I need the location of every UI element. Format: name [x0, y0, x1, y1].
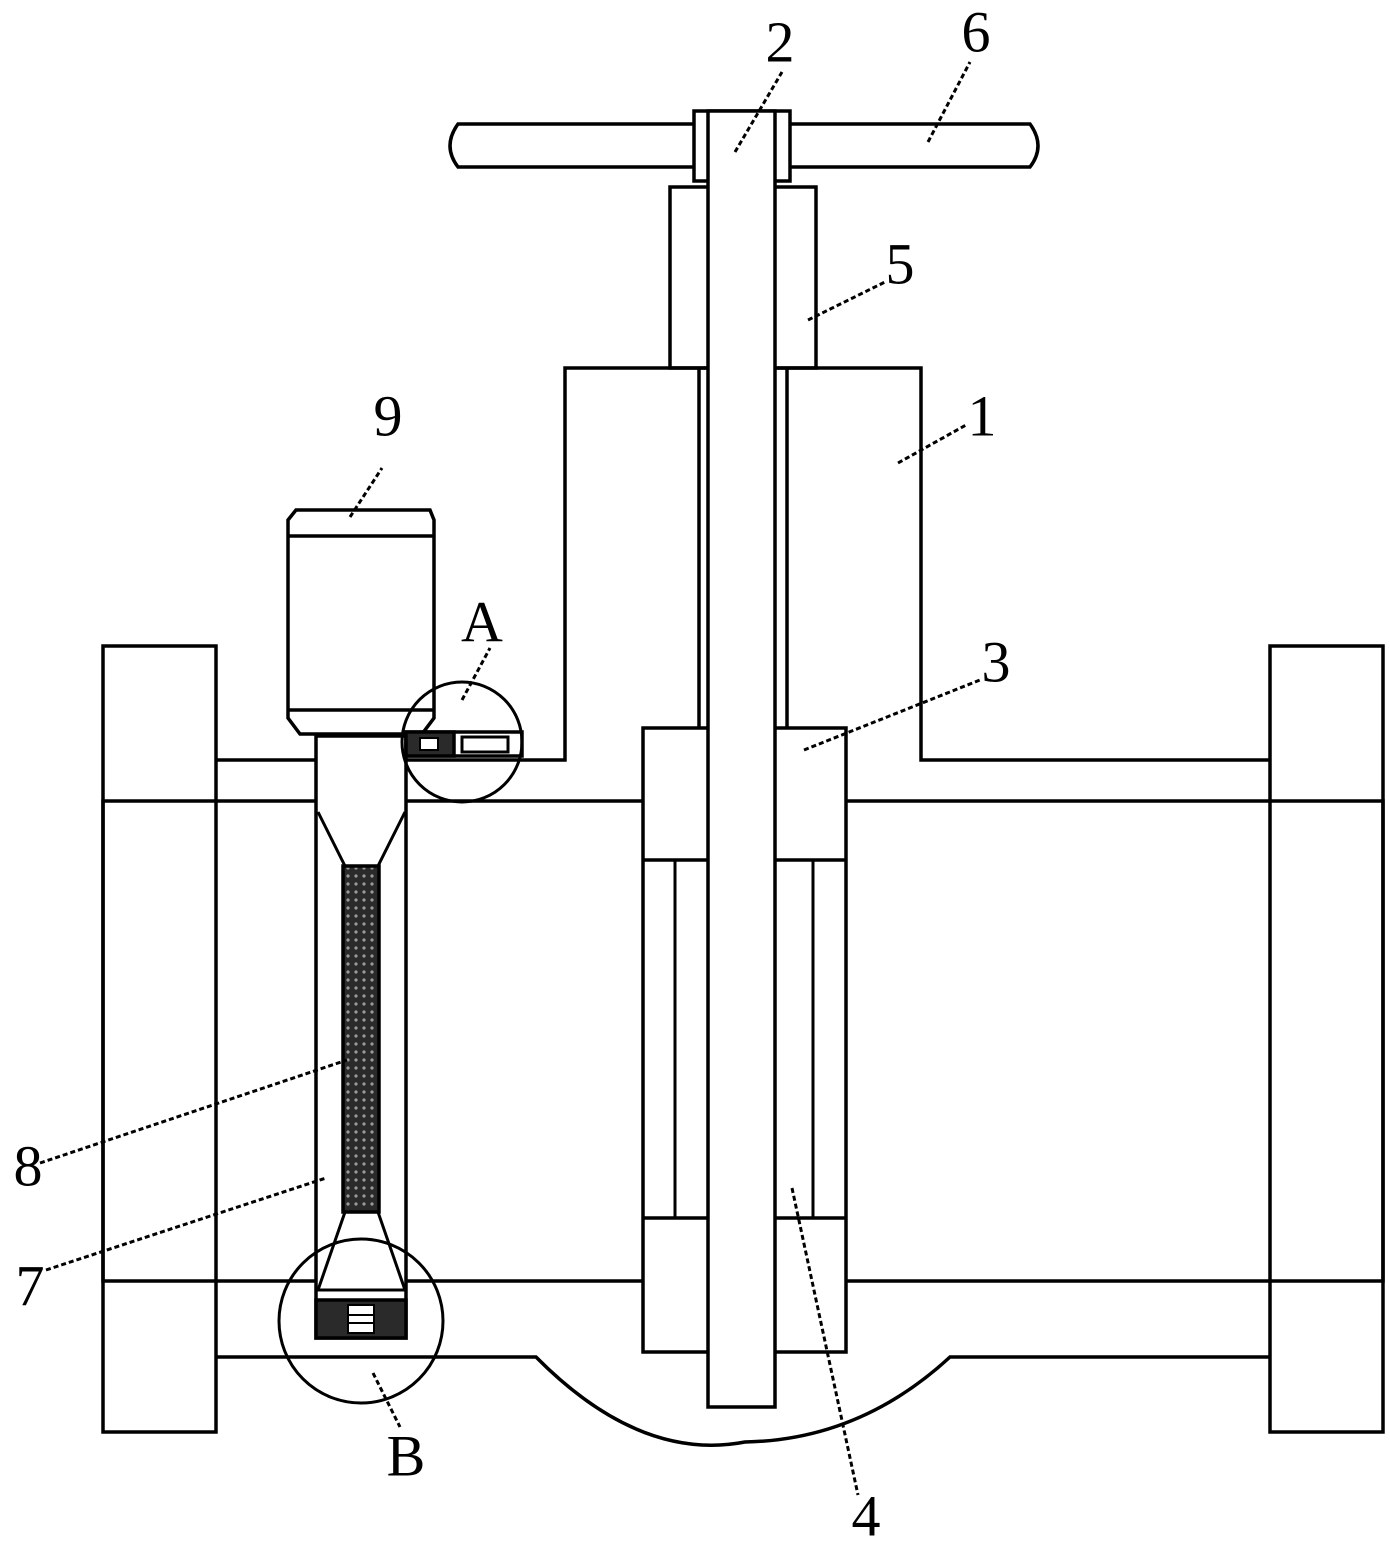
part-label-8: 8	[14, 1133, 43, 1198]
leader-1	[897, 423, 967, 465]
part-label-6: 6	[962, 0, 991, 64]
valve-stem	[706, 109, 777, 1409]
detail-circle-b	[277, 1237, 445, 1405]
detail-label-a: A	[461, 589, 503, 654]
part-label-5: 5	[886, 231, 915, 296]
leader-4	[790, 1187, 860, 1496]
bottom-plug	[314, 1298, 408, 1340]
leader-6	[926, 61, 972, 143]
leader-3	[803, 678, 981, 752]
part-label-2: 2	[766, 9, 795, 74]
filter-element	[341, 864, 381, 1214]
leader-b	[371, 1372, 402, 1428]
leader-5	[807, 280, 886, 322]
motor-housing	[286, 508, 436, 736]
leader-a	[460, 647, 492, 701]
part-label-3: 3	[982, 629, 1011, 694]
detail-circle-a	[400, 680, 524, 804]
detail-label-b: B	[387, 1423, 426, 1488]
leader-7	[45, 1176, 327, 1272]
connector-detail-a	[404, 730, 524, 762]
valve-cover	[508, 366, 1270, 762]
leader-9	[348, 467, 384, 518]
part-label-9: 9	[374, 383, 403, 448]
part-label-4: 4	[852, 1483, 881, 1548]
leader-8	[39, 1058, 348, 1165]
part-label-1: 1	[968, 383, 997, 448]
part-label-7: 7	[16, 1253, 45, 1318]
